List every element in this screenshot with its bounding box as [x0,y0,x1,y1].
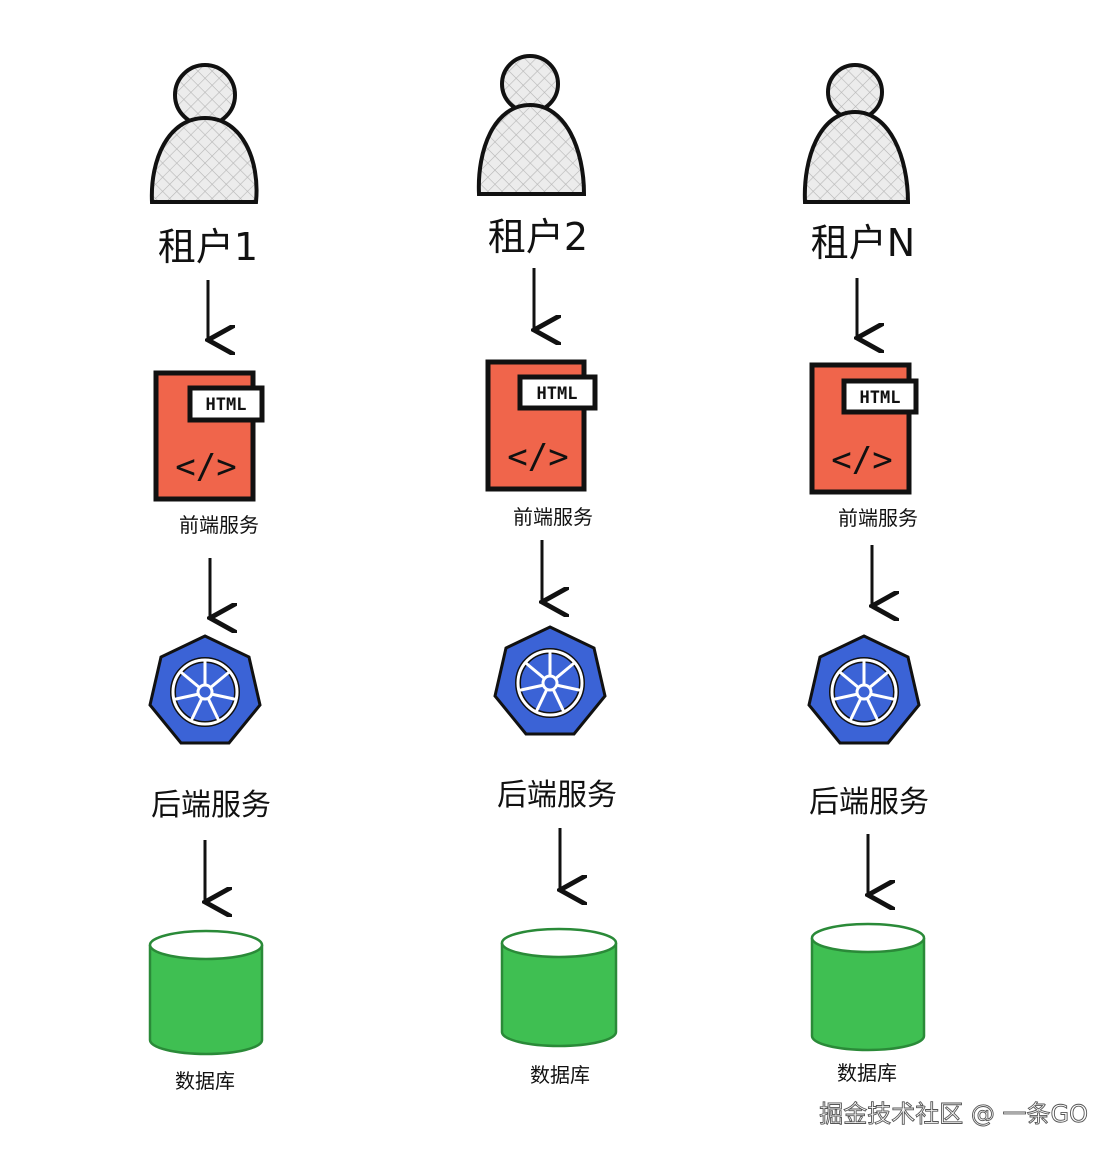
frontend-label: 前端服务 [179,513,259,537]
kubernetes-icon [807,634,921,745]
html-file-icon: HTML </> [485,359,598,492]
code-glyph: </> [175,447,236,487]
database-cylinder-icon [148,929,264,1056]
code-glyph: </> [831,440,892,480]
html-file-icon: HTML </> [809,362,919,495]
database-cylinder-icon [810,922,926,1052]
html-badge: HTML [860,388,901,408]
frontend-label: 前端服务 [513,505,593,529]
database-label: 数据库 [837,1061,897,1085]
tenant-column-1: 租户1 HTML </> 前端服务 后端服务 [148,63,271,1093]
html-badge: HTML [537,384,578,404]
tenant-name: 租户2 [488,215,588,259]
tenant-name: 租户N [811,221,915,265]
user-icon [149,63,259,204]
user-icon [476,54,587,196]
database-cylinder-icon [500,927,618,1048]
kubernetes-icon [493,625,607,736]
tenant-name: 租户1 [158,225,258,269]
backend-label: 后端服务 [151,788,271,823]
tenant-column-3: 租户N HTML </> 前端服务 后端服务 [802,63,929,1085]
html-badge: HTML [206,395,247,415]
kubernetes-icon [148,634,262,745]
frontend-label: 前端服务 [838,506,918,530]
html-file-icon: HTML </> [153,370,265,502]
watermark: 掘金技术社区 @ 一条GO [819,1100,1088,1128]
database-label: 数据库 [530,1063,590,1087]
backend-label: 后端服务 [497,778,617,813]
database-label: 数据库 [175,1069,235,1093]
backend-label: 后端服务 [809,785,929,820]
tenant-column-2: 租户2 HTML </> 前端服务 后端服务 [476,54,618,1087]
user-icon [802,63,911,204]
code-glyph: </> [507,437,568,477]
